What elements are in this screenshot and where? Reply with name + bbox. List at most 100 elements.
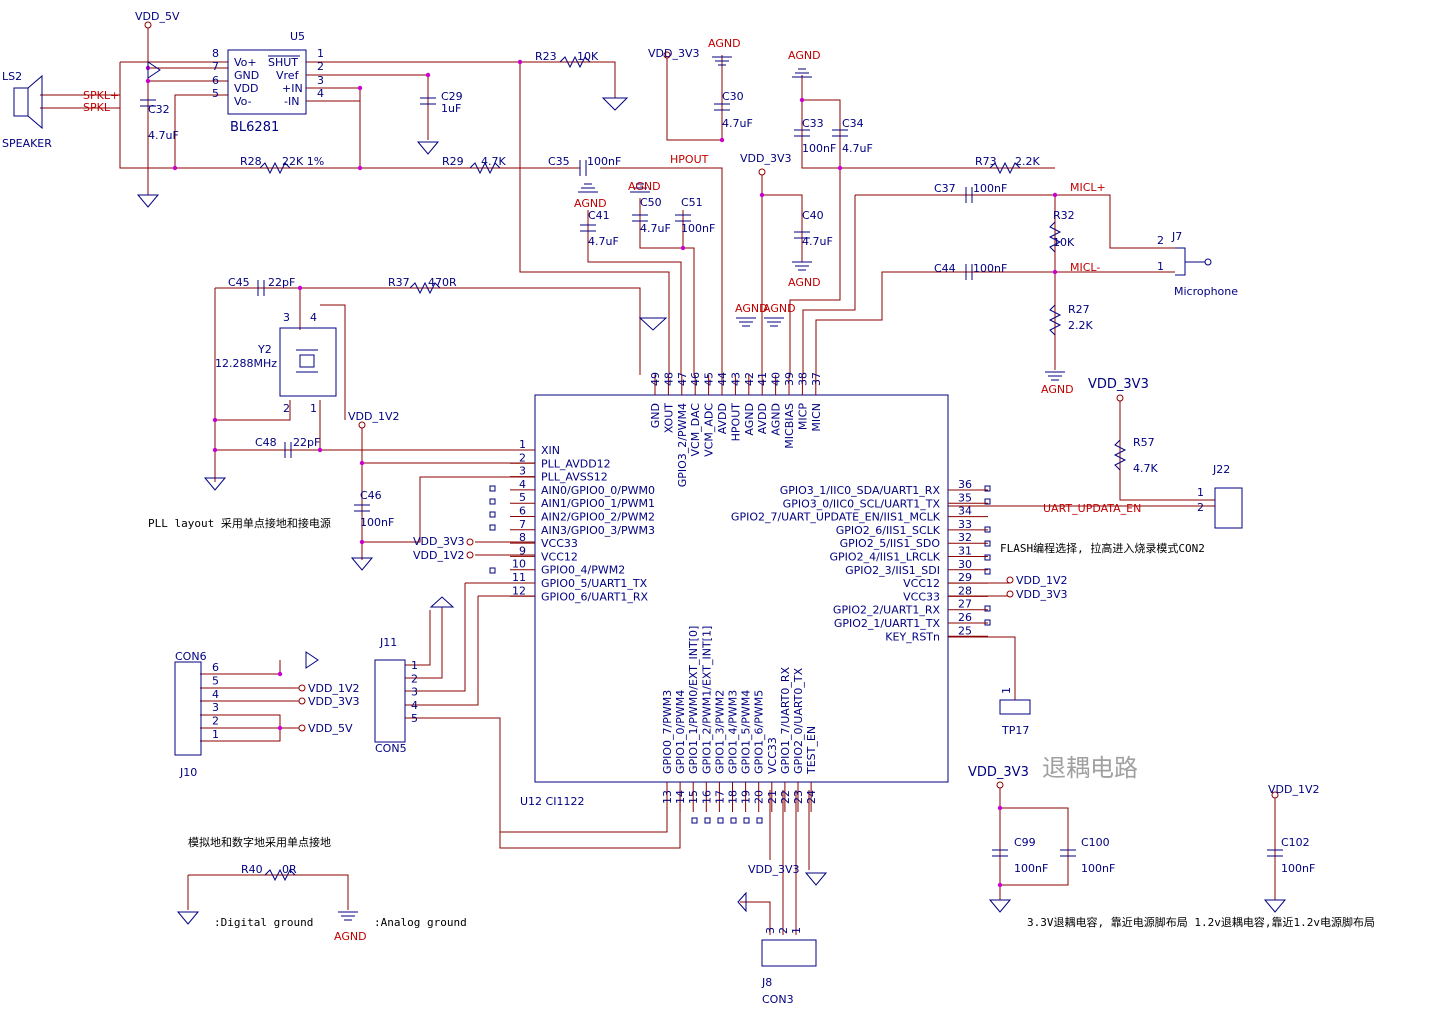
u5-pin-name: Vo- xyxy=(234,95,252,108)
con6-ref: CON6 xyxy=(175,650,207,663)
ic-top-pin-name: VCM_ADC xyxy=(703,403,716,457)
ic-right-pin-num: 29 xyxy=(958,571,972,584)
ic-right-pin-name: KEY_RSTn xyxy=(885,630,940,643)
c32-value: 4.7uF xyxy=(148,129,179,142)
vdd3v3-dec-label: VDD_3V3 xyxy=(968,765,1029,780)
ic-right-pin-name: GPIO3_1/IIC0_SDA/UART1_RX xyxy=(780,484,941,497)
r27-value: 2.2K xyxy=(1068,319,1093,332)
u5-pin-name: Vo+ xyxy=(234,56,257,69)
c46-value: 100nF xyxy=(360,516,394,529)
vdd3v3-j8-label: VDD_3V3 xyxy=(748,863,800,876)
u12-ref: U12 CI1122 xyxy=(520,795,584,808)
r37-ref: R37 xyxy=(388,276,410,289)
ic-bottom-pin-name: VCC33 xyxy=(766,737,779,774)
u5-ref: U5 xyxy=(290,30,305,43)
ic-top-pin-name: MICN xyxy=(810,403,823,432)
pll-note: PLL layout 采用单点接地和接电源 xyxy=(148,516,331,530)
j11-ref: J11 xyxy=(379,636,397,649)
u5-pin-labels: Vo+ GND VDD Vo- SHUT Vref +IN -IN 8 7 6 … xyxy=(212,47,324,108)
ic-right-pin-num: 36 xyxy=(958,478,972,491)
ic-top-pin-num: 42 xyxy=(743,372,756,386)
r29-value: 4.7K xyxy=(481,155,506,168)
ic-right-pin-num: 31 xyxy=(958,545,972,558)
j11-pin-num: 3 xyxy=(411,686,418,699)
j7-ref: J7 xyxy=(1171,230,1182,243)
c51-ref: C51 xyxy=(681,196,703,209)
u12-pins: 49GND48XOUT47GPIO3_2/PWM446VCM_DAC45VCM_… xyxy=(510,372,988,812)
ic-left-pin-name: GPIO0_6/UART1_RX xyxy=(541,590,649,603)
ic-left-pin-name: AIN3/GPIO0_3/PWM3 xyxy=(541,524,655,537)
r40-value: 0R xyxy=(282,863,297,876)
ic-top-pin-num: 41 xyxy=(756,372,769,386)
c99-ref: C99 xyxy=(1014,836,1036,849)
ic-top-pin-name: GND xyxy=(649,403,662,428)
ic-right-pin-num: 25 xyxy=(958,624,972,637)
ground-note: 模拟地和数字地采用单点接地 xyxy=(188,835,331,849)
vdd1v2-pin10-label: VDD_1V2 xyxy=(413,549,465,562)
ic-top-pin-name: XOUT xyxy=(662,403,675,434)
con3-ref: CON3 xyxy=(762,993,794,1006)
j11-pin-num: 5 xyxy=(411,712,418,725)
c99-value: 100nF xyxy=(1014,862,1048,875)
ic-right-pin-name: GPIO3_0/IIC0_SCL/UART1_TX xyxy=(783,497,941,510)
j22-pin1: 1 xyxy=(1197,486,1204,499)
c46-ref: C46 xyxy=(360,489,382,502)
y2-ref: Y2 xyxy=(257,343,272,356)
u5-pin-name: -IN xyxy=(284,95,299,108)
r37-value: 470R xyxy=(428,276,457,289)
ic-left-pin-name: PLL_AVSS12 xyxy=(541,471,608,484)
labels: VDD_5V VDD_3V3 AGND AGND U5 BL6281 LS2 S… xyxy=(2,10,1375,1006)
junctions xyxy=(145,59,1058,888)
con6-vdd3v3: VDD_3V3 xyxy=(308,695,360,708)
u5-pin-name: VDD xyxy=(234,82,258,95)
ic-right-pin-name: GPIO2_5/IIS1_SDO xyxy=(840,537,941,550)
ic-top-pin-name: MICBIAS xyxy=(783,403,796,449)
u5-pin-num: 2 xyxy=(317,60,324,73)
r23-ref: R23 xyxy=(535,50,557,63)
r57-value: 4.7K xyxy=(1133,462,1158,475)
ic-bottom-pin-num: 20 xyxy=(753,790,766,804)
speaker-label: SPEAKER xyxy=(2,137,52,150)
ic-left-pin-name: VCC33 xyxy=(541,537,578,550)
c45-value: 22pF xyxy=(268,276,295,289)
ic-right-pin-num: 26 xyxy=(958,611,972,624)
ic-left-pin-num: 4 xyxy=(519,478,526,491)
ic-left-pin-name: GPIO0_5/UART1_TX xyxy=(541,577,648,590)
agnd-top-2: AGND xyxy=(788,49,821,62)
ic-bottom-pin-num: 23 xyxy=(792,790,805,804)
ic-top-pin-num: 43 xyxy=(729,372,742,386)
ic-top-pin-num: 40 xyxy=(770,372,783,386)
ic-top-pin-name: MICP xyxy=(796,403,809,430)
ic-right-pin-name: GPIO2_3/IIS1_SDI xyxy=(845,564,940,577)
c32-ref: C32 xyxy=(148,103,170,116)
j7-pin1: 1 xyxy=(1157,260,1164,273)
u5-pin-num: 6 xyxy=(212,74,219,87)
c30-value: 4.7uF xyxy=(722,117,753,130)
component-shapes xyxy=(13,21,1287,967)
microphone-label: Microphone xyxy=(1174,285,1238,298)
j8-pin1: 1 xyxy=(790,927,803,934)
u5-pin-num: 7 xyxy=(212,60,219,73)
c35-ref: C35 xyxy=(548,155,570,168)
ic-top-pin-num: 37 xyxy=(810,372,823,386)
ic-bottom-pin-name: GPIO1_6/PWM5 xyxy=(753,690,766,774)
u5-name: BL6281 xyxy=(230,120,279,135)
ic-right-pin-name: GPIO2_6/IIS1_SCLK xyxy=(836,524,941,537)
agnd-c50: AGND xyxy=(628,180,661,193)
con6-pin-num: 6 xyxy=(212,661,219,674)
u5-pin-num: 5 xyxy=(212,87,219,100)
y2-pin3: 3 xyxy=(283,311,290,324)
con6-pin-num: 3 xyxy=(212,701,219,714)
spkl-minus: SPKL- xyxy=(83,101,114,114)
r28-ref: R28 xyxy=(240,155,262,168)
ic-bottom-pin-num: 15 xyxy=(687,790,700,804)
hpout-net: HPOUT xyxy=(670,153,709,166)
c29-ref: C29 xyxy=(441,90,463,103)
ic-right-pin-num: 35 xyxy=(958,491,972,504)
r73-value: 2.2K xyxy=(1015,155,1040,168)
c100-value: 100nF xyxy=(1081,862,1115,875)
agnd-top-1: AGND xyxy=(708,37,741,50)
decoupling-watermark: 退耦电路 xyxy=(1042,754,1138,782)
ic-left-pin-num: 1 xyxy=(519,438,526,451)
